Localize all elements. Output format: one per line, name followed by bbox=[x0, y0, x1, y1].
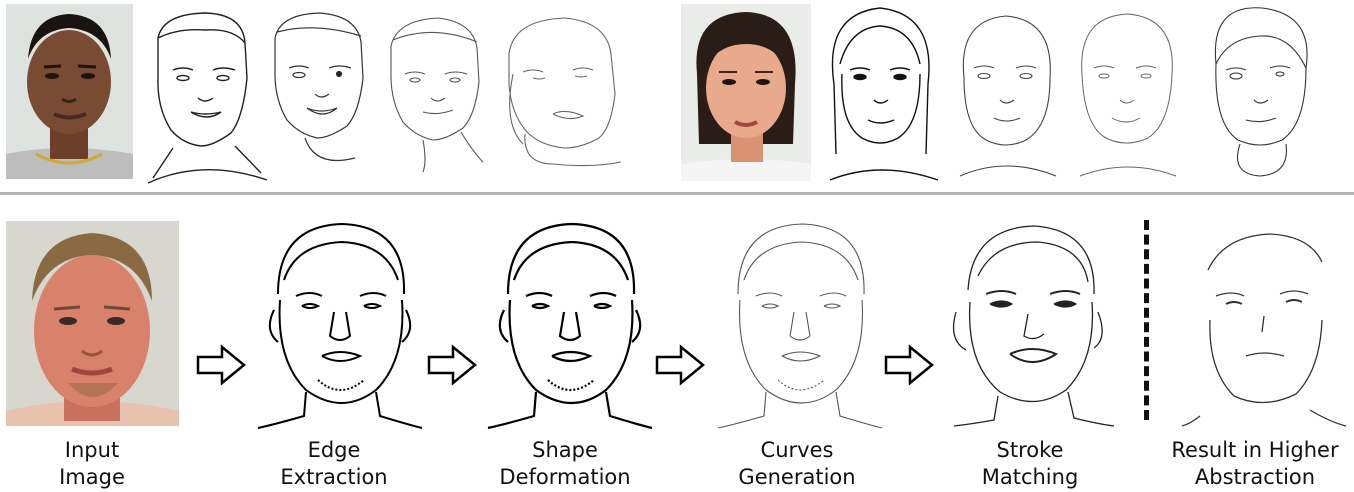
shape-deformation-image bbox=[486, 220, 654, 430]
sketch-man-1-a bbox=[143, 8, 267, 184]
step-label-input-image: Input Image bbox=[22, 437, 162, 491]
edge-extraction-image bbox=[256, 220, 424, 430]
stroke-matching-image bbox=[948, 220, 1116, 430]
sketch-man-1-c bbox=[383, 12, 493, 172]
step-label-shape-deformation: Shape Deformation bbox=[490, 437, 640, 491]
sketch-woman-a bbox=[820, 4, 940, 182]
step-label-stroke-matching: Stroke Matching bbox=[960, 437, 1100, 491]
input-photo-man-2 bbox=[6, 221, 179, 426]
step-label-edge-extraction: Edge Extraction bbox=[264, 437, 404, 491]
right-arrow-icon bbox=[655, 344, 705, 386]
right-arrow-icon bbox=[427, 344, 477, 386]
input-photo-man-1 bbox=[6, 4, 133, 179]
right-arrow-icon bbox=[884, 344, 934, 386]
input-photo-woman bbox=[681, 4, 811, 181]
sketch-man-1-b bbox=[265, 8, 375, 173]
higher-abstraction-image bbox=[1180, 220, 1348, 430]
right-arrow-icon bbox=[196, 344, 246, 386]
step-label-curves-generation: Curves Generation bbox=[722, 437, 872, 491]
section-divider bbox=[0, 192, 1354, 195]
step-label-result-higher-abstraction: Result in Higher Abstraction bbox=[1160, 437, 1350, 491]
sketch-woman-b bbox=[950, 8, 1062, 178]
sketch-man-1-d bbox=[503, 14, 633, 184]
sketch-woman-c bbox=[1072, 8, 1182, 178]
curves-generation-image bbox=[716, 220, 884, 430]
dashed-separator bbox=[1144, 220, 1149, 420]
sketch-woman-d bbox=[1200, 4, 1320, 180]
